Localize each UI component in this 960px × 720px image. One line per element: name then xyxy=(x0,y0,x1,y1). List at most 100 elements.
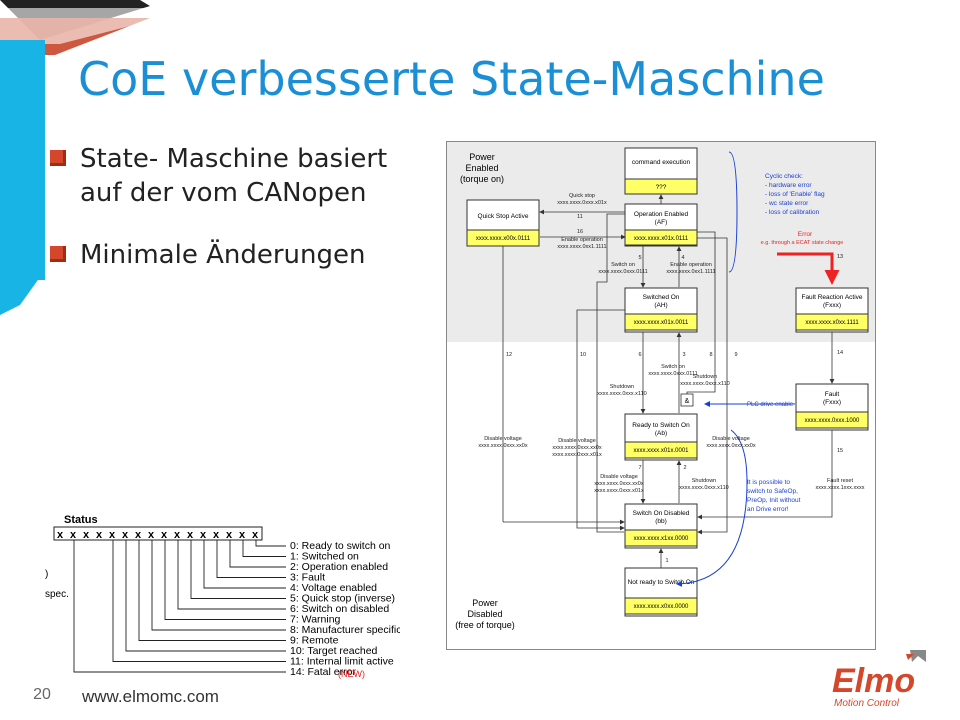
blue-note-line: PreOp, Init without xyxy=(747,497,801,504)
state-code: xxxx.xxxx.x0xx.1111 xyxy=(805,320,859,326)
state-name: Switch On Disabled xyxy=(633,510,690,517)
state-name: Ready to Switch On xyxy=(632,422,690,429)
error-sub-label: e.g. through a ECAT state change xyxy=(761,240,844,246)
status-side-label: spec. xyxy=(45,589,69,600)
transition-label: xxxx.xxxx.0xxx.xx0x xyxy=(706,443,755,449)
status-item-label: 7: Warning xyxy=(290,614,341,626)
state-code: ??? xyxy=(656,184,667,191)
footer-url: www.elmomc.com xyxy=(82,687,219,706)
status-side-label: ) xyxy=(45,569,48,580)
status-bit: x xyxy=(161,529,168,541)
bullet-marker-icon xyxy=(50,150,66,166)
status-item-label: 11: Internal limit active xyxy=(290,656,394,668)
state-fault-reaction-active: Fault Reaction Active (Fxxx) xxxx.xxxx.x… xyxy=(795,287,869,333)
transition-label: Disable voltage xyxy=(558,438,596,444)
bullet-text-line: State- Maschine basiert xyxy=(80,144,388,174)
transition-label: Fault reset xyxy=(827,478,853,484)
status-bit: x xyxy=(187,529,194,541)
state-machine-diagram: Power Enabled (torque on) Power Disabled… xyxy=(446,141,876,650)
transition-label: Shutdown xyxy=(693,374,717,380)
cyclic-check-line: - wc state error xyxy=(765,200,809,207)
status-bit: x xyxy=(200,529,207,541)
status-item-label: 8: Manufacturer specific xyxy=(290,624,400,636)
status-item-label: 0: Ready to switch on xyxy=(290,540,391,552)
error-arrow xyxy=(777,252,840,285)
transition-lines xyxy=(502,194,835,568)
state-name: Quick Stop Active xyxy=(478,213,529,220)
slide-title: CoE verbesserte State-Maschine xyxy=(78,52,825,106)
state-name: command execution xyxy=(632,159,691,166)
transition-number: 16 xyxy=(577,229,583,235)
transition-label: Disable voltage xyxy=(600,474,638,480)
status-item-label: 10: Target reached xyxy=(290,645,378,657)
transition-label: xxxx.xxxx.1xxx.xxxx xyxy=(816,485,865,491)
state-code: xxxx.xxxx.x0xx.0000 xyxy=(634,604,689,610)
transition-label: xxxx.xxxx.0xxx.xx0x xyxy=(552,445,601,451)
power-disabled-label: (free of torque) xyxy=(455,620,515,630)
state-abbr: (Fxxx) xyxy=(823,302,841,309)
status-bit: x xyxy=(148,529,155,541)
power-disabled-label: Power xyxy=(472,598,498,608)
transition-label: Switch on xyxy=(611,262,635,268)
state-operation-enabled: Operation Enabled (AF) xxxx.xxxx.x01x.01… xyxy=(624,203,698,247)
state-name: Operation Enabled xyxy=(634,211,689,218)
bullet-text-line: auf der vom CANopen xyxy=(80,178,367,208)
logo-text: Elmo xyxy=(832,662,915,700)
elmo-logo-icon: Elmo Motion Control xyxy=(832,650,926,709)
transition-number: 6 xyxy=(638,352,641,358)
plc-drive-enable-label: PLC drive enable xyxy=(747,402,794,408)
status-leader-line xyxy=(151,540,286,631)
status-bit: x xyxy=(57,529,64,541)
transition-label: Switch on xyxy=(661,364,685,370)
status-leader-line xyxy=(229,540,286,568)
state-not-ready-to-switch-on: Not ready to Switch On xxxx.xxxx.x0xx.00… xyxy=(624,567,698,617)
status-leader-line xyxy=(138,540,286,641)
transition-label: xxxx.xxxx.0xx1.1111 xyxy=(557,244,606,250)
status-item-label: 2: Operation enabled xyxy=(290,561,388,573)
status-bit: x xyxy=(122,529,129,541)
status-item-label: 5: Quick stop (inverse) xyxy=(290,593,395,605)
status-leader-line xyxy=(190,540,286,599)
page-number: 20 xyxy=(33,686,51,703)
state-abbr: (AF) xyxy=(655,219,668,226)
cyclic-check-line: - loss of 'Enable' flag xyxy=(765,191,825,198)
transition-number: 11 xyxy=(577,214,583,220)
blue-note-line: an Drive error! xyxy=(747,506,789,513)
transition-label: xxxx.xxxx.0xxx.x01x xyxy=(594,488,644,494)
status-bit: x xyxy=(174,529,181,541)
status-item-label: 1: Switched on xyxy=(290,551,359,563)
status-item-label: 6: Switch on disabled xyxy=(290,603,389,615)
state-ready-to-switch-on: Ready to Switch On (Ab) xxxx.xxxx.x01x.0… xyxy=(624,413,698,461)
state-code: xxxx.xxxx.0xxx.1000 xyxy=(805,418,860,424)
transition-label: Disable voltage xyxy=(712,436,750,442)
power-disabled-label: Disabled xyxy=(467,609,502,619)
state-name: Not ready to Switch On xyxy=(628,579,695,586)
power-enabled-label: Power xyxy=(469,152,495,162)
transition-number: 8 xyxy=(709,352,712,358)
blue-note-line: It is possible to xyxy=(747,479,790,486)
transition-label: xxxx.xxxx.0xx1.1111 xyxy=(666,269,715,275)
state-code: xxxx.xxxx.x01x.0001 xyxy=(633,448,689,454)
transition-label: Shutdown xyxy=(610,384,634,390)
state-abbr: (Fxxx) xyxy=(823,399,841,406)
status-leader-line xyxy=(177,540,286,610)
status-leader-line xyxy=(73,540,286,673)
transition-number: 1 xyxy=(665,558,668,564)
blue-note-line: switch to SafeOp, xyxy=(747,488,798,495)
transition-label: xxxx.xxxx.0xxx.0111 xyxy=(648,371,697,377)
status-leader-line xyxy=(255,540,286,547)
status-bit: x xyxy=(239,529,246,541)
status-leader-line xyxy=(164,540,286,620)
cyclic-check-line: - hardware error xyxy=(765,182,812,189)
transition-number: 9 xyxy=(734,352,737,358)
new-tag: (NEW) xyxy=(338,669,365,679)
transition-number: 7 xyxy=(638,465,641,471)
transition-label: Enable operation xyxy=(561,237,603,243)
state-abbr: (AH) xyxy=(654,302,667,309)
transition-label: xxxx.xxxx.0xxx.x110 xyxy=(597,391,646,397)
status-bit: x xyxy=(135,529,142,541)
transition-number: 5 xyxy=(638,255,641,261)
transition-label: xxxx.xxxx.0xxx.x110 xyxy=(680,381,729,387)
status-bit: x xyxy=(83,529,90,541)
